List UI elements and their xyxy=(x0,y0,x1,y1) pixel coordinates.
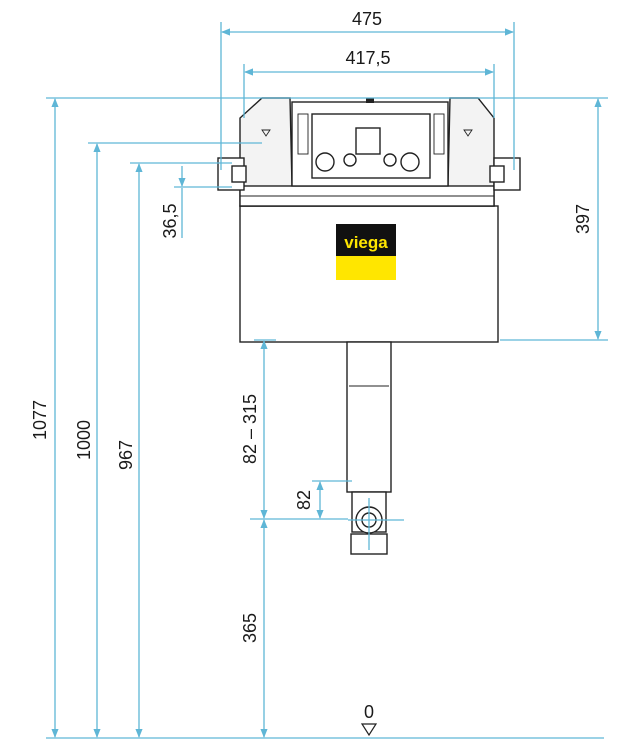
dim-label-4175: 417,5 xyxy=(345,48,390,68)
dim-label-967: 967 xyxy=(116,440,136,470)
valve-knob-mid xyxy=(343,153,357,167)
valve-center xyxy=(355,127,381,155)
dim-label-82-315: 82 – 315 xyxy=(240,394,260,464)
dim-label-365: 365 xyxy=(240,613,260,643)
floor-level-symbol xyxy=(360,723,378,737)
bracket-left-clamp xyxy=(231,165,247,183)
right-recess xyxy=(433,113,445,155)
dim-label-475: 475 xyxy=(352,9,382,29)
floor-level-label: 0 xyxy=(364,702,374,722)
dim-label-1077: 1077 xyxy=(30,400,50,440)
dim-label-82: 82 xyxy=(294,490,314,510)
cistern-assembly xyxy=(217,97,521,555)
valve-knob-right xyxy=(400,152,420,172)
viega-logo-text: viega xyxy=(344,233,388,252)
top-marker xyxy=(366,98,374,103)
drain-pipe xyxy=(346,341,392,493)
valve-knob-mid2 xyxy=(383,153,397,167)
dimensions: 475 417,5 1077 1000 967 36,5 397 82 – 31… xyxy=(30,9,608,739)
valve-knob-left xyxy=(315,152,335,172)
level-mark-left xyxy=(261,129,271,137)
level-mark-right xyxy=(463,129,473,137)
dim-label-397: 397 xyxy=(573,204,593,234)
dim-label-36-5: 36,5 xyxy=(160,203,180,238)
left-recess xyxy=(297,113,309,155)
bracket-right-clamp xyxy=(489,165,505,183)
viega-logo: viega xyxy=(336,224,396,280)
dim-label-1000: 1000 xyxy=(74,420,94,460)
